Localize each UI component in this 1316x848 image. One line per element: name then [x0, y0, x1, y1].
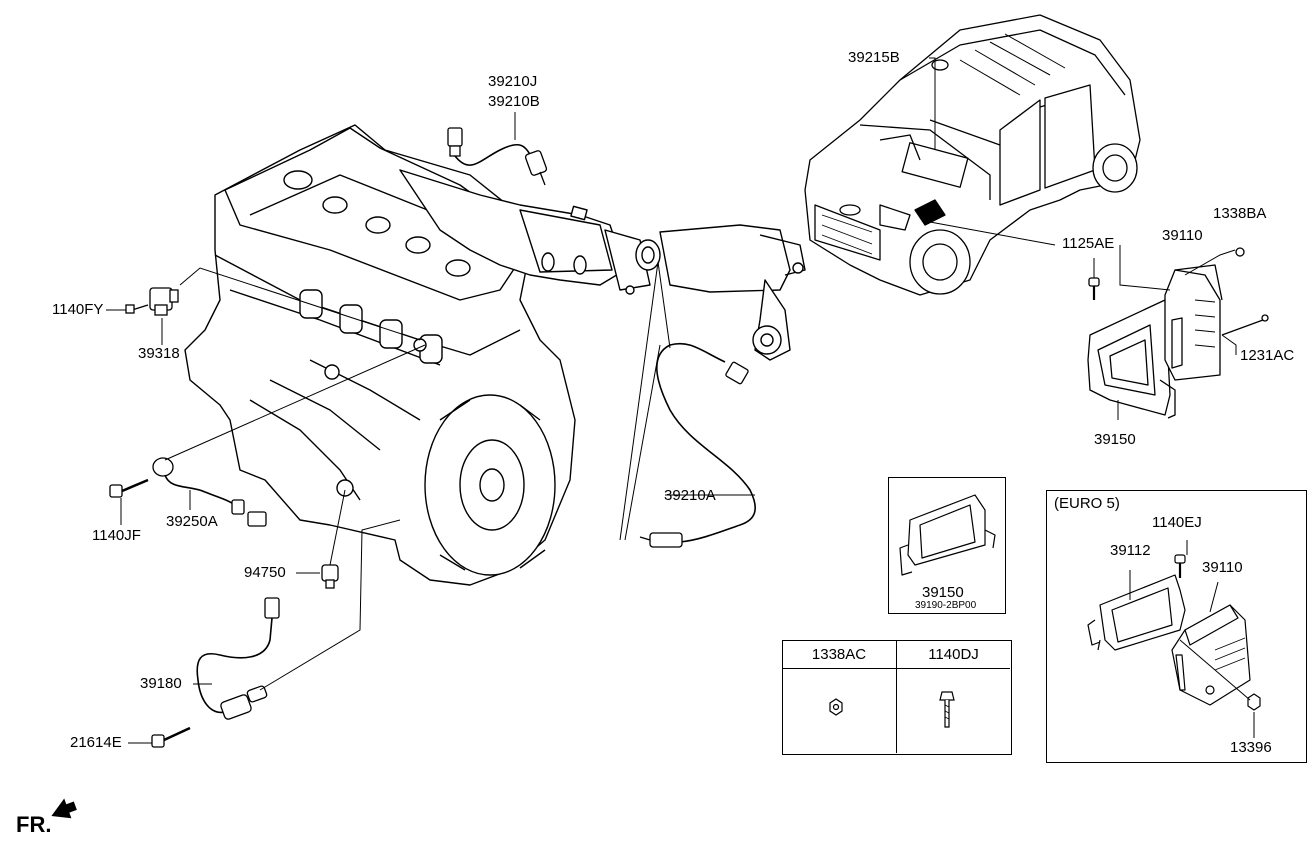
front-direction-label: FR.: [16, 812, 52, 837]
euro5-ecu-drawing: [1087, 554, 1261, 711]
engine-block-drawing: [184, 124, 576, 586]
label-1140JF: 1140JF: [92, 527, 141, 544]
label-39210J: 39210J: [488, 73, 538, 90]
fastener-table: [782, 640, 1012, 755]
fastener-table-divider: [896, 640, 897, 753]
inset-sub-part-number: 39190-2BP00: [915, 600, 977, 611]
oil-pressure-switch-drawing: [321, 564, 339, 589]
euro5-box: [1046, 490, 1307, 763]
exhaust-assembly-drawing: [399, 169, 806, 361]
inset-bracket-drawing: [899, 494, 996, 576]
label-39250A: 39250A: [166, 513, 218, 530]
label-1140FY: 1140FY: [52, 301, 104, 318]
fastener-glyphs: [829, 691, 955, 728]
euro5-label-39110: 39110: [1202, 559, 1243, 576]
fastener-col-1140DJ: 1140DJ: [928, 646, 979, 663]
ecu-assembly-drawing: [1087, 247, 1269, 419]
label-39210A: 39210A: [664, 487, 716, 504]
fastener-col-1338AC: 1338AC: [811, 646, 867, 663]
label-1338BA: 1338BA: [1213, 205, 1267, 222]
front-arrow-icon: [51, 798, 77, 819]
label-39180: 39180: [140, 675, 182, 692]
label-39318: 39318: [138, 345, 180, 362]
vehicle-drawing: [804, 14, 1141, 296]
euro5-title: (EURO 5): [1054, 495, 1120, 512]
label-94750: 94750: [244, 564, 286, 581]
label-39110: 39110: [1162, 227, 1203, 244]
label-39210B: 39210B: [488, 93, 540, 110]
euro5-label-1140EJ: 1140EJ: [1152, 514, 1202, 531]
label-39215B: 39215B: [848, 49, 900, 66]
label-1125AE: 1125AE: [1062, 235, 1115, 252]
knock-sensor-drawing: [109, 457, 267, 527]
label-1231AC: 1231AC: [1240, 347, 1295, 364]
cam-position-sensor-drawing: [125, 287, 179, 316]
inset-part-number: 39150: [922, 584, 964, 601]
upstream-oxygen-sensor-drawing: [447, 127, 548, 186]
label-39150: 39150: [1094, 431, 1136, 448]
euro5-label-39112: 39112: [1110, 542, 1151, 559]
crank-position-sensor-drawing: [151, 597, 280, 748]
inset-bracket-box: [888, 477, 1006, 614]
leader-lines: [106, 57, 1255, 744]
label-21614E: 21614E: [70, 734, 122, 751]
euro5-label-13396: 13396: [1230, 739, 1272, 756]
downstream-oxygen-sensor-drawing: [639, 343, 756, 548]
